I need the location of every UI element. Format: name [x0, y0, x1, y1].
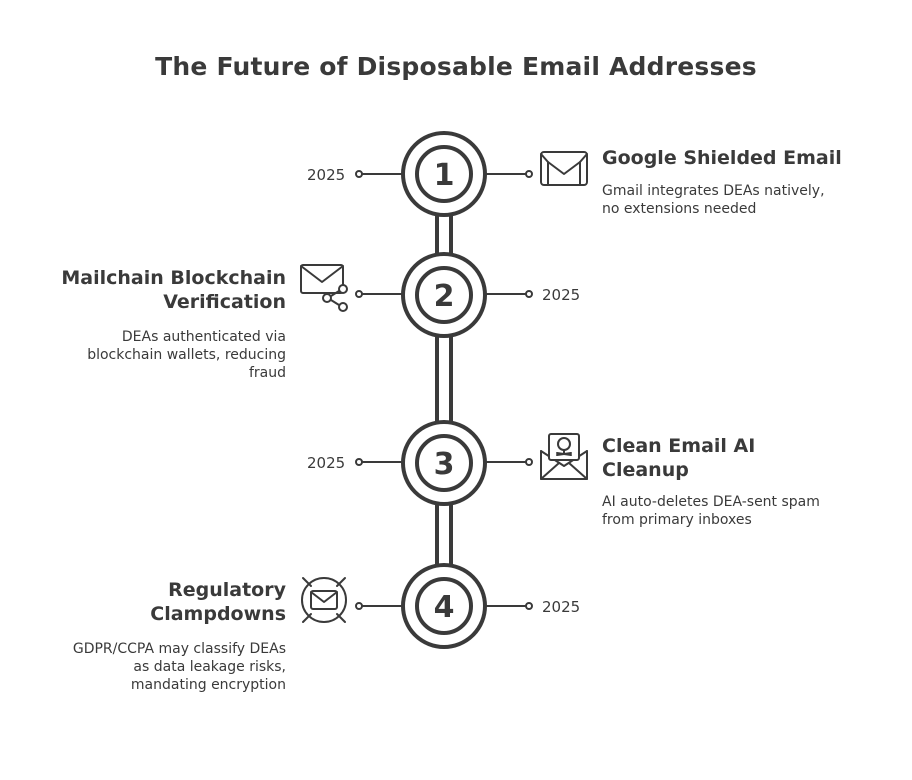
description-line: AI auto-deletes DEA-sent spam [602, 494, 820, 510]
connector-dot [355, 170, 363, 178]
heading-line: Clean Email AI [602, 435, 756, 457]
description-line: from primary inboxes [602, 512, 752, 528]
mail-skull-icon [540, 433, 588, 480]
gmail-icon [540, 151, 588, 186]
milestone-description-3: AI auto-deletes DEA-sent spam from prima… [602, 493, 902, 529]
milestone-number: 2 [434, 279, 455, 314]
description-line: GDPR/CCPA may classify DEAs [72, 641, 286, 657]
mail-share-icon [300, 264, 348, 312]
heading-line: Regulatory [168, 579, 286, 601]
milestone-heading-4: Regulatory Clampdowns [20, 578, 286, 626]
description-line: DEAs authenticated via [121, 329, 286, 345]
heading-line: Verification [163, 291, 286, 313]
description-line: as data leakage risks, [133, 659, 286, 675]
diagram-title: The Future of Disposable Email Addresses [155, 52, 757, 81]
heading-line: Clampdowns [150, 603, 286, 625]
milestone-description-4: GDPR/CCPA may classify DEAs as data leak… [20, 640, 286, 694]
description-line: no extensions needed [602, 201, 757, 217]
description-line: mandating encryption [130, 677, 286, 693]
milestone-year-1: 2025 [307, 166, 346, 184]
connector-dot [525, 458, 533, 466]
milestone-description-2: DEAs authenticated via blockchain wallet… [20, 328, 286, 382]
milestone-node-4: 4 [355, 563, 533, 649]
milestone-year-4: 2025 [542, 598, 581, 616]
milestone-node-3: 3 [355, 420, 533, 506]
heading-line: Mailchain Blockchain [61, 267, 286, 289]
connector-dot [355, 290, 363, 298]
mail-blocked-icon [301, 577, 347, 623]
description-line: Gmail integrates DEAs natively, [602, 183, 825, 199]
description-line: fraud [248, 365, 286, 381]
milestone-number: 1 [434, 158, 455, 193]
connector-dot [525, 170, 533, 178]
connector-dot [355, 602, 363, 610]
milestone-node-2: 2 [355, 252, 533, 338]
milestone-description-1: Gmail integrates DEAs natively, no exten… [602, 182, 902, 218]
milestone-node-1: 1 [355, 131, 533, 217]
milestone-number: 3 [434, 447, 455, 482]
timeline-spine [435, 212, 453, 568]
milestone-number: 4 [434, 590, 455, 625]
heading-line: Cleanup [602, 459, 689, 481]
milestone-year-3: 2025 [307, 454, 346, 472]
milestone-year-2: 2025 [542, 286, 581, 304]
connector-dot [355, 458, 363, 466]
milestone-heading-3: Clean Email AI Cleanup [602, 434, 902, 482]
heading-line: Google Shielded Email [602, 147, 842, 169]
milestone-heading-2: Mailchain Blockchain Verification [20, 266, 286, 314]
connector-dot [525, 290, 533, 298]
milestone-heading-1: Google Shielded Email [602, 146, 902, 170]
connector-dot [525, 602, 533, 610]
description-line: blockchain wallets, reducing [87, 347, 286, 363]
